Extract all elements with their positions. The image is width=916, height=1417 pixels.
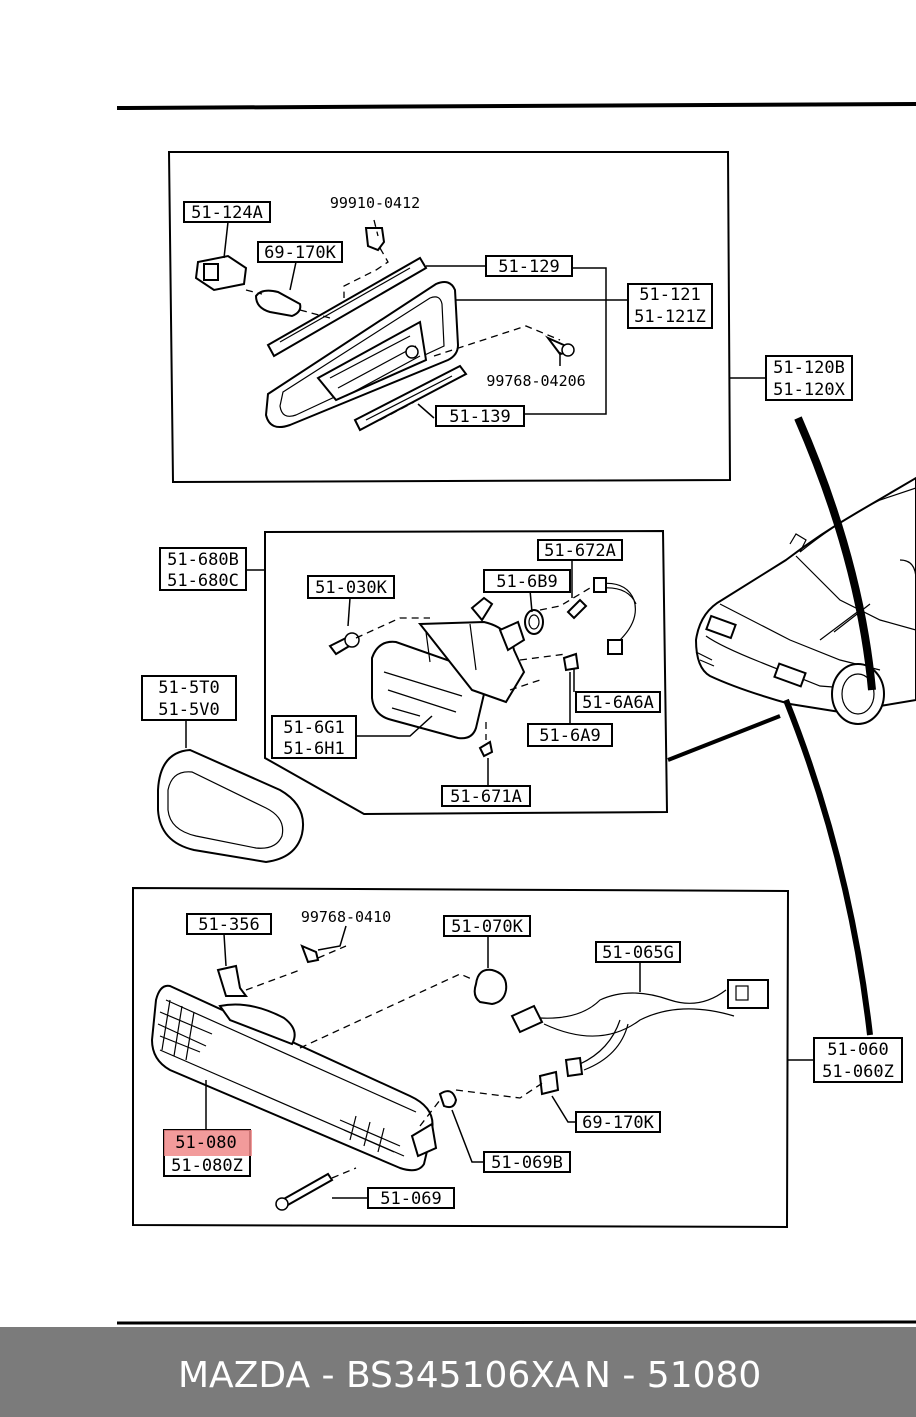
label-51-6b9: 51-6B9 [496,572,557,592]
label-51-356: 51-356 [198,915,259,935]
fog-lamp-drawing [328,577,637,758]
label-51-121: 51-121 [639,285,700,305]
bezel-drawing [157,748,304,864]
label-51-070k: 51-070K [451,917,523,937]
label-51-139: 51-139 [449,407,510,427]
label-51-124a: 51-124A [191,203,263,223]
label-51-120b: 51-120B [773,358,845,378]
label-51-672a: 51-672A [544,541,616,561]
middle-group-frame [264,529,669,816]
highlight-51-080 [164,1130,252,1156]
label-51-129: 51-129 [498,257,559,277]
top-group-frame [167,151,732,484]
label-screw-99768-0410: 99768-0410 [301,908,391,926]
label-51-069: 51-069 [380,1189,441,1209]
bottom-rule [116,1320,916,1325]
label-screw-99768-04206: 99768-04206 [486,372,585,390]
label-51-6a6a: 51-6A6A [582,693,654,713]
bottom-group-frame [132,886,790,1229]
label-51-6g1: 51-6G1 [283,718,344,738]
label-69-170k: 69-170K [264,243,336,263]
label-51-060z: 51-060Z [822,1062,894,1082]
label-51-121z: 51-121Z [634,307,706,327]
label-51-5v0: 51-5V0 [158,700,219,720]
footer-brand-part: MAZDA - BS345106XA [178,1355,580,1396]
label-51-120x: 51-120X [773,380,845,400]
top-rule [116,102,916,110]
label-51-030k: 51-030K [315,578,387,598]
label-51-5t0: 51-5T0 [158,678,219,698]
bottom-group: 51-356 99768-0410 51-070K 51-065G 51-060… [132,886,903,1229]
label-51-069b: 51-069B [491,1153,563,1173]
label-51-680b: 51-680B [167,550,239,570]
label-51-065g: 51-065G [602,943,674,963]
top-group: 51-124A 69-170K 99910-0412 51-129 51-121… [167,151,853,484]
label-51-671a: 51-671A [450,787,522,807]
label-screw-99910-0412: 99910-0412 [330,194,420,212]
parts-diagram: 51-124A 69-170K 99910-0412 51-129 51-121… [116,102,916,1325]
label-51-080: 51-080 [175,1133,236,1153]
car-illustration [667,416,916,1036]
label-69-170k-bottom: 69-170K [582,1113,654,1133]
label-51-060: 51-060 [827,1040,888,1060]
license-lamp-drawing [194,227,575,432]
footer-bar: MAZDA - BS345106XA N - 51080 [0,1327,916,1417]
middle-group: 51-680B 51-680C 51-030K 51-6B9 51-672A 5… [141,529,669,864]
label-51-6a9: 51-6A9 [539,726,600,746]
footer-ref: N - 51080 [584,1355,762,1396]
turn-signal-lamp-drawing [150,944,769,1211]
label-51-6h1: 51-6H1 [283,739,344,759]
label-51-680c: 51-680C [167,571,239,591]
label-51-080z: 51-080Z [171,1156,243,1176]
